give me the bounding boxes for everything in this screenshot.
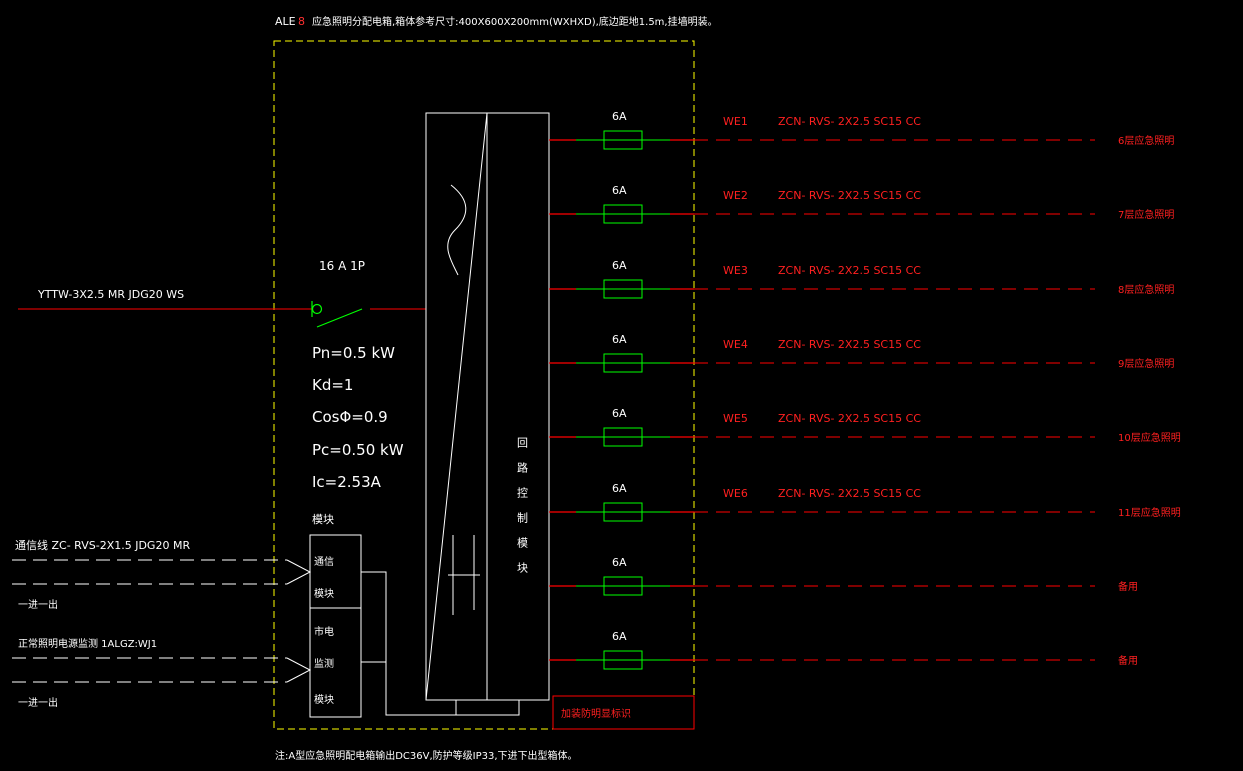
monitor-line-arrow [286,657,312,683]
circuit-8-destination: 备用 [1118,654,1138,667]
monitor-module-line1: 市电 [314,625,334,638]
monitor-line-label: 正常照明电源监测 1ALGZ:WJ1 [18,637,157,650]
footnote: 注:A型应急照明配电箱输出DC36V,防护等级IP33,下进下出型箱体。 [275,749,578,762]
circuit-4-rating: 6A [612,333,627,346]
marking-box [552,695,695,730]
breaker-terminal [311,303,323,315]
circuit-5-rating: 6A [612,407,627,420]
enclosure-outline [273,40,695,730]
circuit-5-id: WE5 [723,412,748,425]
circuit-4-destination: 9层应急照明 [1118,357,1174,370]
circuit-3-id: WE3 [723,264,748,277]
breaker-rating: 16 A 1P [319,259,365,273]
circuit-7-destination: 备用 [1118,580,1138,593]
param-ic: Ic=2.53A [312,473,382,491]
module-block [309,534,362,718]
param-kd: Kd=1 [312,376,353,394]
param-cosphi: CosΦ=0.9 [312,408,388,426]
circuit-3-rating: 6A [612,259,627,272]
param-pn: Pn=0.5 kW [312,344,395,362]
param-pc: Pc=0.50 kW [312,441,404,459]
circuit-2-cable-label: ZCN- RVS- 2X2.5 SC15 CC [778,189,921,202]
circuit-5-destination: 10层应急照明 [1118,431,1181,444]
circuit-6-cable-label: ZCN- RVS- 2X2.5 SC15 CC [778,487,921,500]
circuit-2-id: WE2 [723,189,748,202]
comm-bus-wire [361,571,520,716]
circuit-2-destination: 7层应急照明 [1118,208,1174,221]
comm-line-arrow [286,559,312,585]
monitor-note: 一进一出 [18,696,58,709]
comm-line-label: 通信线 ZC- RVS-2X1.5 JDG20 MR [15,538,190,552]
circuit-7-rating: 6A [612,556,627,569]
marking-box-label: 加装防明显标识 [561,707,631,720]
circuit-1-cable-label: ZCN- RVS- 2X2.5 SC15 CC [778,115,921,128]
circuit-6-destination: 11层应急照明 [1118,506,1181,519]
incoming-cable-label: YTTW-3X2.5 MR JDG20 WS [37,288,184,301]
circuit-4-cable-label: ZCN- RVS- 2X2.5 SC15 CC [778,338,921,351]
title-text: 应急照明分配电箱,箱体参考尺寸:400X600X200mm(WXHXD),底边距… [312,15,718,28]
circuit-1-rating: 6A [612,110,627,123]
monitor-module-line3: 模块 [314,694,334,706]
circuit-1-id: WE1 [723,115,748,128]
title-number: 8 [298,15,305,28]
circuit-3-destination: 8层应急照明 [1118,283,1174,296]
circuit-6-id: WE6 [723,487,748,500]
module-title: 模块 [312,513,334,526]
comm-module-line2: 模块 [314,588,334,600]
circuit-4-id: WE4 [723,338,748,351]
controller-label: 回路控制模块 [516,437,529,587]
breaker-blade [316,308,363,328]
circuit-6-rating: 6A [612,482,627,495]
controller-wave-icon [447,184,467,276]
controller-diagonal [425,112,488,701]
monitor-module-line2: 监测 [314,657,334,670]
title-prefix: ALE [275,15,296,28]
circuit-8-rating: 6A [612,630,627,643]
comm-note: 一进一出 [18,598,58,611]
circuit-2-rating: 6A [612,184,627,197]
comm-module-line1: 通信 [314,556,334,568]
circuit-5-cable-label: ZCN- RVS- 2X2.5 SC15 CC [778,412,921,425]
circuit-3-cable-label: ZCN- RVS- 2X2.5 SC15 CC [778,264,921,277]
circuit-1-destination: 6层应急照明 [1118,134,1174,147]
